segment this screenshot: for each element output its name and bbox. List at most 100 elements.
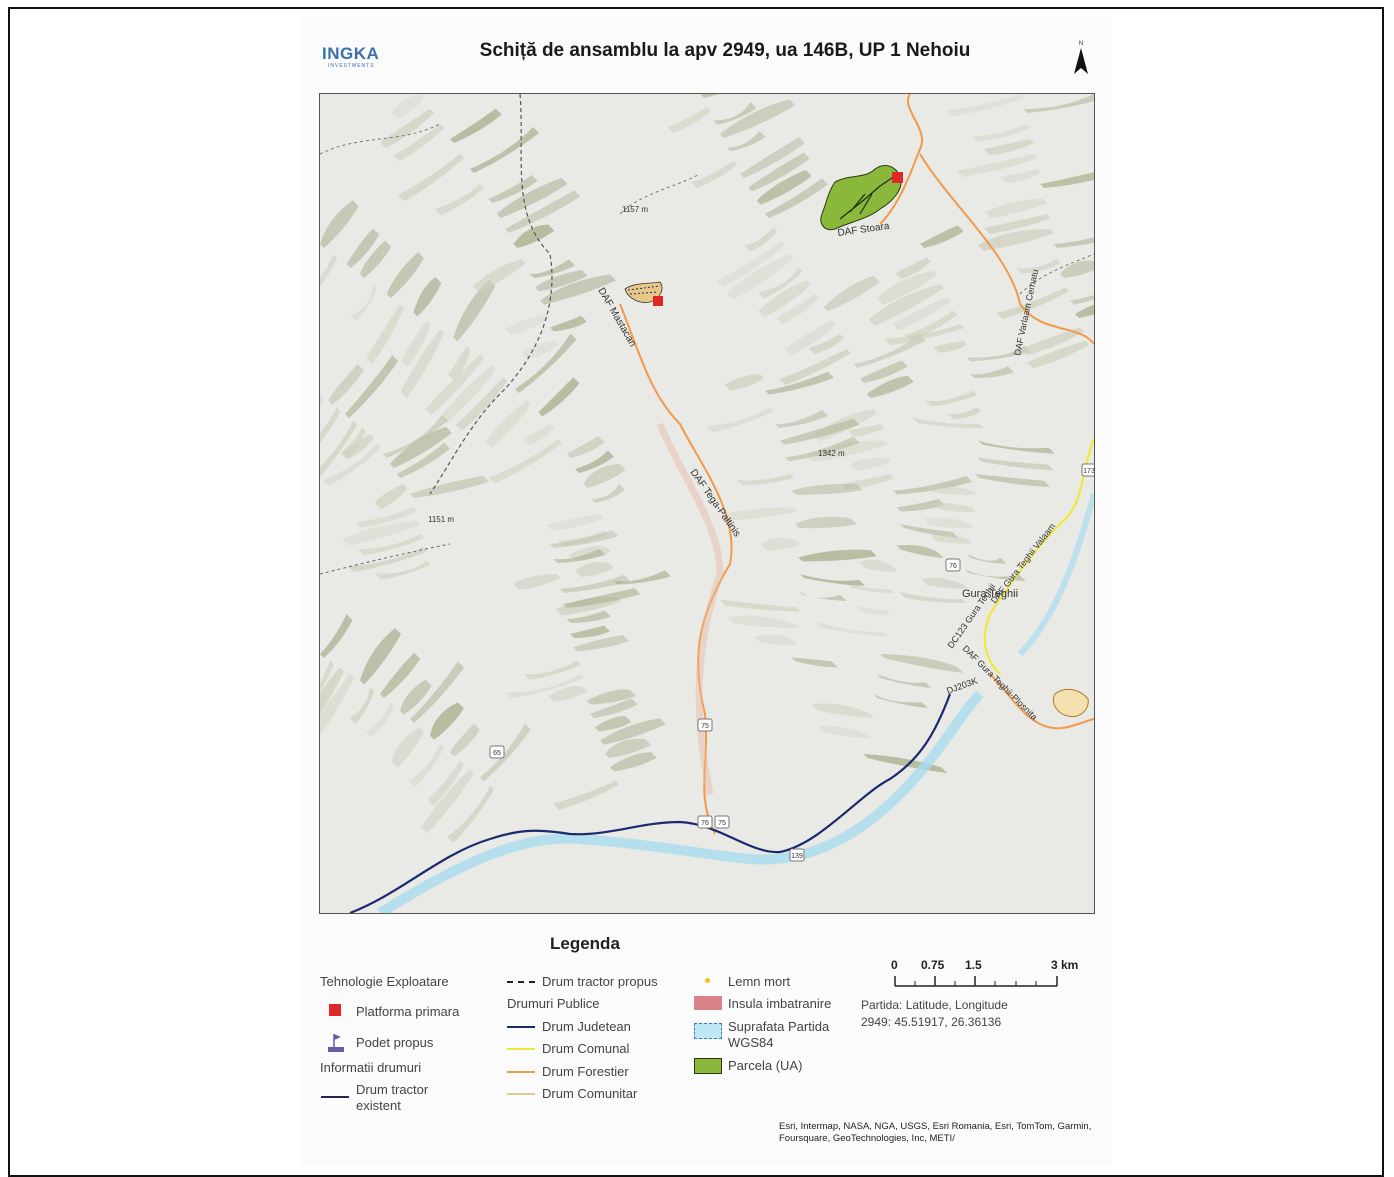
terrain-ridge-facet [434, 184, 484, 216]
drum-tractor-propus [429, 94, 553, 495]
legend-info-header: Informatii drumuri [320, 1060, 422, 1075]
drum-forestier-line [507, 1071, 535, 1073]
terrain-ridge-facet [850, 457, 891, 471]
road-shield-label: 139 [791, 853, 803, 860]
terrain-ridge-facet [383, 414, 448, 458]
legend-parcela: Parcela (UA) [728, 1058, 803, 1073]
terrain-ridge-facet [600, 718, 666, 745]
legend-comunitar: Drum Comunitar [542, 1086, 638, 1101]
terrain-ridge-facet [505, 190, 581, 233]
terrain-ridge-facet [605, 738, 652, 758]
terrain-ridge-facet [899, 592, 966, 604]
drum-forestier-se [989, 673, 1094, 730]
terrain-ridge-facet [975, 474, 1051, 487]
terrain-ridge-facet [396, 442, 450, 478]
terrain-ridge-facet [374, 484, 408, 509]
road-shield-label: 75 [718, 820, 726, 827]
platforma-primara-stoara [892, 172, 903, 183]
coordinates-value: 2949: 45.51917, 26.36136 [861, 1015, 1002, 1029]
river-east [1017, 493, 1094, 657]
terrain-ridge-facet [320, 660, 334, 692]
terrain-ridge-facet [1075, 304, 1094, 318]
terrain-ridge-facet [421, 769, 474, 834]
terrain-ridge-facet [566, 436, 605, 458]
terrain-ridge-facet [523, 424, 554, 445]
terrain-ridge-facet [409, 744, 444, 787]
scale-label-3km: 3 km [1051, 958, 1079, 972]
terrain-ridge-facet [892, 297, 951, 331]
terrain-ridge-facet [895, 257, 931, 279]
terrain-ridge-facet [570, 625, 610, 638]
terrain-ridge-facet [453, 279, 496, 342]
terrain-ridge-facet [485, 400, 531, 448]
road-shield-label: 65 [493, 750, 501, 757]
terrain-ridge-facet [853, 334, 926, 368]
legend-title: Legenda [550, 934, 620, 953]
legend-tractor-propus: Drum tractor propus [542, 974, 658, 989]
terrain-ridge-facet [488, 439, 563, 484]
road-shield: 76 [697, 815, 713, 829]
legend-forestier: Drum Forestier [542, 1064, 629, 1079]
terrain-ridge-facet [447, 785, 494, 843]
terrain-ridge-facet [798, 590, 847, 601]
terrain-ridge-facet [720, 99, 796, 138]
terrain-ridge-facet [400, 329, 444, 398]
drum-forestier-main [619, 303, 733, 835]
terrain-ridge-facet [375, 560, 431, 580]
terrain-ridge-facet [776, 294, 819, 325]
drum-tractor-existent-line [321, 1096, 349, 1098]
terrain-ridge-facet [450, 108, 502, 143]
terrain-ridge-facet [800, 574, 866, 586]
terrain-ridge-facet [345, 355, 399, 418]
terrain-ridge-facet [884, 324, 964, 346]
terrain-ridge-facet [393, 124, 444, 162]
terrain-ridge-facet [970, 366, 1015, 379]
terrain-ridge-facet [823, 275, 880, 312]
terrain-ridge-facet [455, 377, 508, 431]
road-shield: 75 [714, 815, 730, 829]
terrain-ridge-facet [480, 723, 531, 782]
north-label: N [1079, 41, 1083, 47]
terrain-ridge-facet [380, 109, 434, 149]
road-shield: 173 [1081, 463, 1094, 477]
terrain-ridge-facet [726, 254, 794, 300]
label-gura-teghii: Gura Teghii [962, 588, 1018, 600]
map-title: Schiță de ansamblu la apv 2949, ua 146B,… [479, 40, 971, 61]
terrain-ridge-facet [977, 229, 1054, 252]
terrain-ridge-facet [401, 320, 431, 368]
terrain-ridge-facet [355, 507, 418, 528]
road-shield-label: 75 [701, 723, 709, 730]
platforma-primara-mastacan [653, 296, 663, 306]
terrain-ridge-facet [791, 483, 863, 495]
terrain-ridge-facet [350, 284, 378, 322]
terrain-ridge-facet [440, 365, 496, 423]
terrain-ridge-facet [347, 547, 428, 573]
legend-drumuri-publice-header: Drumuri Publice [507, 996, 600, 1011]
scale-label-1-5: 1.5 [965, 958, 982, 972]
terrain-ridge-facet [505, 314, 549, 335]
terrain-ridge-facet [740, 137, 805, 178]
drum-forestier-stoara [879, 94, 923, 225]
terrain-ridge-facet [413, 277, 442, 317]
terrain-ridge-facet [320, 254, 338, 288]
terrain-ridge-facet [410, 661, 465, 723]
parcela-mastacan-hatch [627, 285, 661, 295]
terrain-ridge-facet [360, 240, 392, 278]
terrain-ridge-facet [563, 588, 641, 608]
terrain-ridge-facet [496, 178, 568, 218]
legend-tractor-existent: Drum tractor existent [356, 1082, 429, 1113]
parcela-drainage [839, 173, 899, 220]
scale-label-0-75: 0.75 [921, 958, 945, 972]
trail-northwest [320, 123, 441, 155]
terrain-ridge-facet [814, 621, 888, 637]
terrain-ridge-facet [873, 694, 928, 709]
terrain-ridge-facet [924, 390, 978, 407]
terrain-ridge-facet [756, 170, 812, 205]
parcela-ua-se [1053, 688, 1089, 718]
terrain-ridge-facet [956, 154, 1038, 177]
terrain-ridge-facet [880, 654, 964, 673]
legend-lemn-mort: Lemn mort [728, 974, 791, 989]
terrain-ridge-facet [933, 340, 968, 353]
hillshade-terrain [320, 94, 1094, 843]
